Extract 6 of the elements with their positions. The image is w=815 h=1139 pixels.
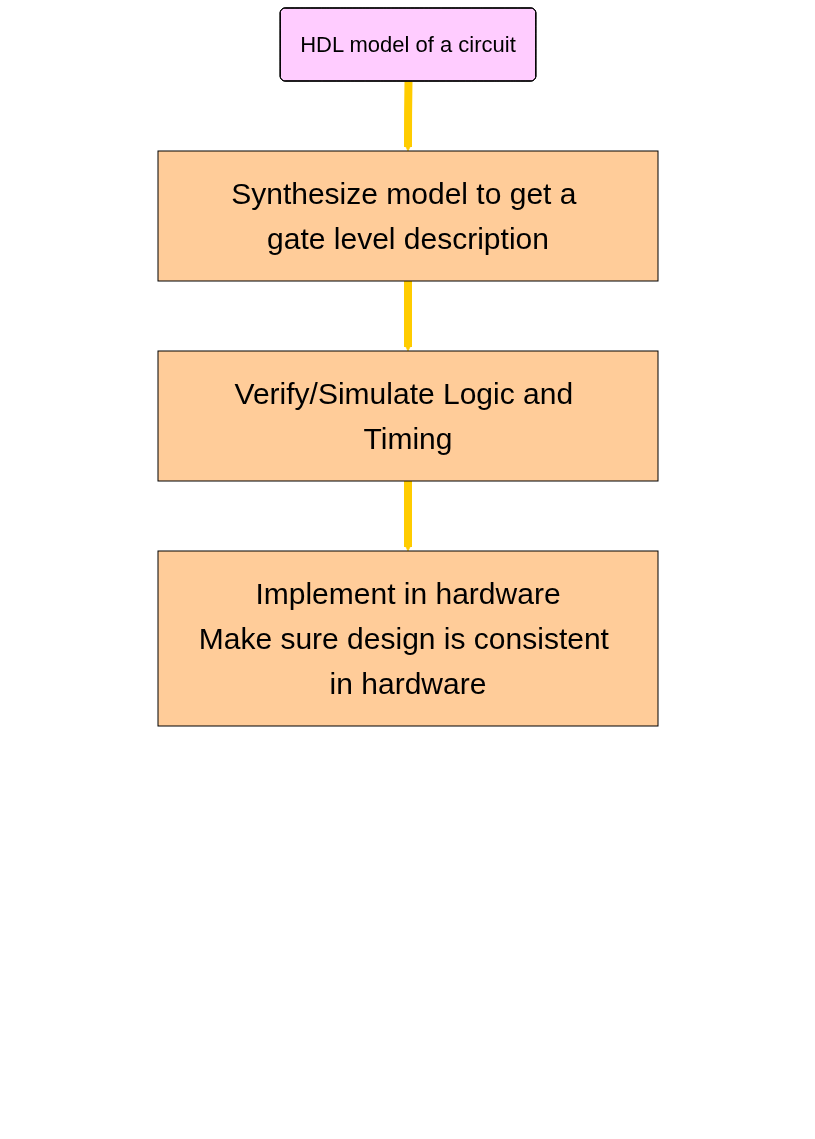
arrow bbox=[403, 281, 412, 352]
node-box: Synthesize model to get a gate level description bbox=[157, 150, 658, 282]
node-box: Verify/Simulate Logic and Timing bbox=[157, 350, 658, 482]
node-box: Implement in hardware Make sure design is consistent in hardware bbox=[157, 550, 658, 727]
arrow bbox=[403, 81, 412, 152]
arrow bbox=[403, 481, 412, 552]
